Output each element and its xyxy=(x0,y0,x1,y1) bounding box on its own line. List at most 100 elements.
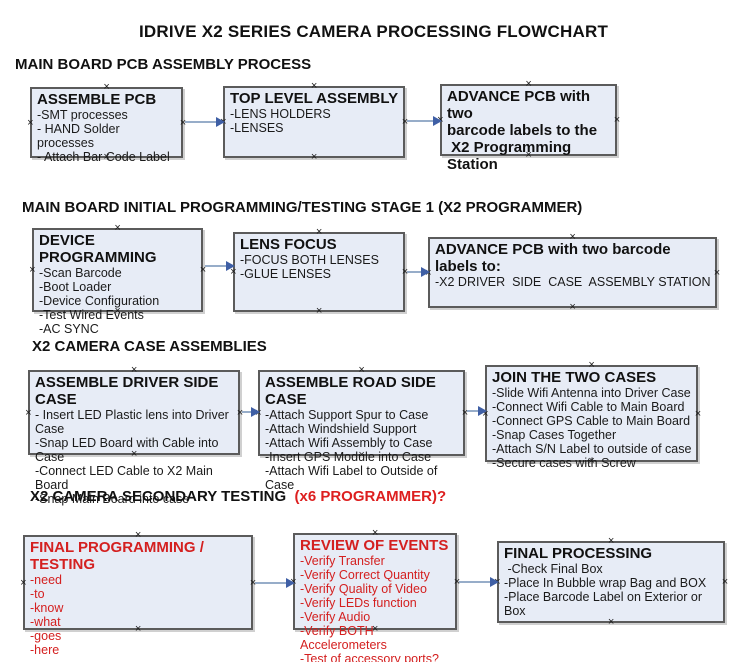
box-line: -Attach Wifi Assembly to Case xyxy=(265,436,433,450)
box-line: -Place In Bubble wrap Bag and BOX xyxy=(504,576,707,590)
anchor-mark xyxy=(311,152,317,162)
anchor-mark xyxy=(114,223,120,233)
box-line: -Snap Main Board into case xyxy=(35,492,190,506)
anchor-mark xyxy=(722,577,728,587)
anchor-mark xyxy=(29,265,35,275)
anchor-mark xyxy=(525,150,531,160)
box-title: JOIN THE TWO CASES xyxy=(492,369,657,386)
box-title: ASSEMBLE ROAD SIDE CASE xyxy=(265,374,441,408)
arrow-head-icon xyxy=(286,578,295,588)
box-title: LENS FOCUS xyxy=(240,236,337,253)
anchor-mark xyxy=(608,536,614,546)
anchor-mark xyxy=(569,232,575,242)
anchor-mark xyxy=(20,578,26,588)
box-title: ASSEMBLE DRIVER SIDE CASE xyxy=(35,374,223,408)
box-line: -Attach S/N Label to outside of case xyxy=(492,442,692,456)
anchor-mark xyxy=(714,268,720,278)
box-line: -Verify LEDs function xyxy=(300,596,417,610)
box-line: -Verify Quality of Video xyxy=(300,582,427,596)
box-top-level-assembly: TOP LEVEL ASSEMBLY -LENS HOLDERS -LENSES xyxy=(223,86,405,158)
flow-arrow xyxy=(185,117,225,127)
box-line: -Test of accessory ports? xyxy=(300,652,439,662)
anchor-mark xyxy=(372,528,378,538)
flow-arrow xyxy=(459,577,499,587)
box-review-of-events: REVIEW OF EVENTS -Verify Transfer -Verif… xyxy=(293,533,457,662)
section-heading-pcb-assembly: MAIN BOARD PCB ASSEMBLY PROCESS xyxy=(15,56,312,73)
arrow-head-icon xyxy=(478,406,487,416)
box-line: -Connect Wifi Cable to Main Board xyxy=(492,400,685,414)
flow-arrow xyxy=(407,116,442,126)
box-join-the-two-cases: JOIN THE TWO CASES -Slide Wifi Antenna i… xyxy=(485,365,698,470)
anchor-mark xyxy=(27,118,33,128)
box-final-programming-testing: FINAL PROGRAMMING / TESTING -need -to -k… xyxy=(20,535,253,657)
box-line: -Scan Barcode xyxy=(39,266,122,280)
page-title: IDRIVE X2 SERIES CAMERA PROCESSING FLOWC… xyxy=(138,22,609,41)
box-line: -Slide Wifi Antenna into Driver Case xyxy=(492,386,691,400)
box-line: -X2 DRIVER SIDE CASE ASSEMBLY STATION xyxy=(435,275,711,289)
box-line: -Connect GPS Cable to Main Board xyxy=(492,414,691,428)
section-heading-black-part: X2 CAMERA SECONDARY TESTING xyxy=(30,488,291,505)
box-lens-focus: LENS FOCUS -FOCUS BOTH LENSES -GLUE LENS… xyxy=(233,232,405,312)
anchor-mark xyxy=(25,408,31,418)
arrow-head-icon xyxy=(433,116,442,126)
anchor-mark xyxy=(372,624,378,634)
box-title: FINAL PROGRAMMING / TESTING xyxy=(30,539,209,573)
box-line: -LENSES xyxy=(230,121,284,135)
section-heading-initial-programming: MAIN BOARD INITIAL PROGRAMMING/TESTING S… xyxy=(22,199,583,216)
box-line: -to xyxy=(30,587,45,601)
anchor-mark xyxy=(614,115,620,125)
section-heading-case-assemblies: X2 CAMERA CASE ASSEMBLIES xyxy=(32,338,267,355)
box-assemble-road-side-case: ASSEMBLE ROAD SIDE CASE -Attach Support … xyxy=(258,370,465,492)
arrow-head-icon xyxy=(490,577,499,587)
box-title: ASSEMBLE PCB xyxy=(37,91,157,108)
box-line: -Attach Support Spur to Case xyxy=(265,408,429,422)
box-line: -Verify Audio xyxy=(300,610,371,624)
flow-arrow xyxy=(255,578,295,588)
box-device-programming: DEVICE PROGRAMMING -Scan Barcode -Boot L… xyxy=(29,228,203,336)
flow-arrow xyxy=(242,407,260,417)
box-line: -Verify Transfer xyxy=(300,554,385,568)
box-line: -AC SYNC xyxy=(39,322,99,336)
anchor-mark xyxy=(525,79,531,89)
anchor-mark xyxy=(588,456,594,466)
anchor-mark xyxy=(311,81,317,91)
flow-arrow xyxy=(407,267,430,277)
box-line: -here xyxy=(30,643,60,657)
box-line: -Verify BOTH Accelerometers xyxy=(300,624,387,652)
anchor-mark xyxy=(135,624,141,634)
anchor-mark xyxy=(316,306,322,316)
anchor-mark xyxy=(103,152,109,162)
anchor-mark xyxy=(103,82,109,92)
anchor-mark xyxy=(114,306,120,316)
flow-arrow xyxy=(205,261,235,271)
anchor-mark xyxy=(316,227,322,237)
box-line: -FOCUS BOTH LENSES xyxy=(240,253,379,267)
box-assemble-pcb: ASSEMBLE PCB -SMT processes - HAND Solde… xyxy=(27,87,183,164)
box-line: -Place Barcode Label on Exterior or Box xyxy=(504,590,706,618)
anchor-mark xyxy=(358,365,364,375)
box-line: -Device Configuration xyxy=(39,294,160,308)
box-advance-pcb-driver-side-station: ADVANCE PCB with two barcode labels to: … xyxy=(428,237,717,308)
arrow-head-icon xyxy=(216,117,225,127)
box-line: - HAND Solder processes xyxy=(37,122,124,150)
section-heading-secondary-testing: X2 CAMERA SECONDARY TESTING (x6 PROGRAMM… xyxy=(30,488,446,505)
box-line: -Boot Loader xyxy=(39,280,112,294)
box-line: -GLUE LENSES xyxy=(240,267,332,281)
flow-arrow xyxy=(467,406,487,416)
box-title: ADVANCE PCB with two barcode labels to: xyxy=(435,241,675,275)
anchor-mark xyxy=(569,302,575,312)
box-line: -LENS HOLDERS xyxy=(230,107,331,121)
box-line: -Attach Wifi Label to Outside of Case xyxy=(265,464,441,492)
box-line: -need xyxy=(30,573,62,587)
arrow-head-icon xyxy=(226,261,235,271)
box-line: -goes xyxy=(30,629,62,643)
box-title: REVIEW OF EVENTS xyxy=(300,537,449,554)
box-line: -Verify Correct Quantity xyxy=(300,568,430,582)
anchor-mark xyxy=(608,617,614,627)
box-assemble-driver-side-case: ASSEMBLE DRIVER SIDE CASE - Insert LED P… xyxy=(25,370,240,506)
anchor-mark xyxy=(402,117,408,127)
box-title: FINAL PROCESSING xyxy=(504,545,653,562)
arrow-head-icon xyxy=(421,267,430,277)
box-line: -what xyxy=(30,615,61,629)
